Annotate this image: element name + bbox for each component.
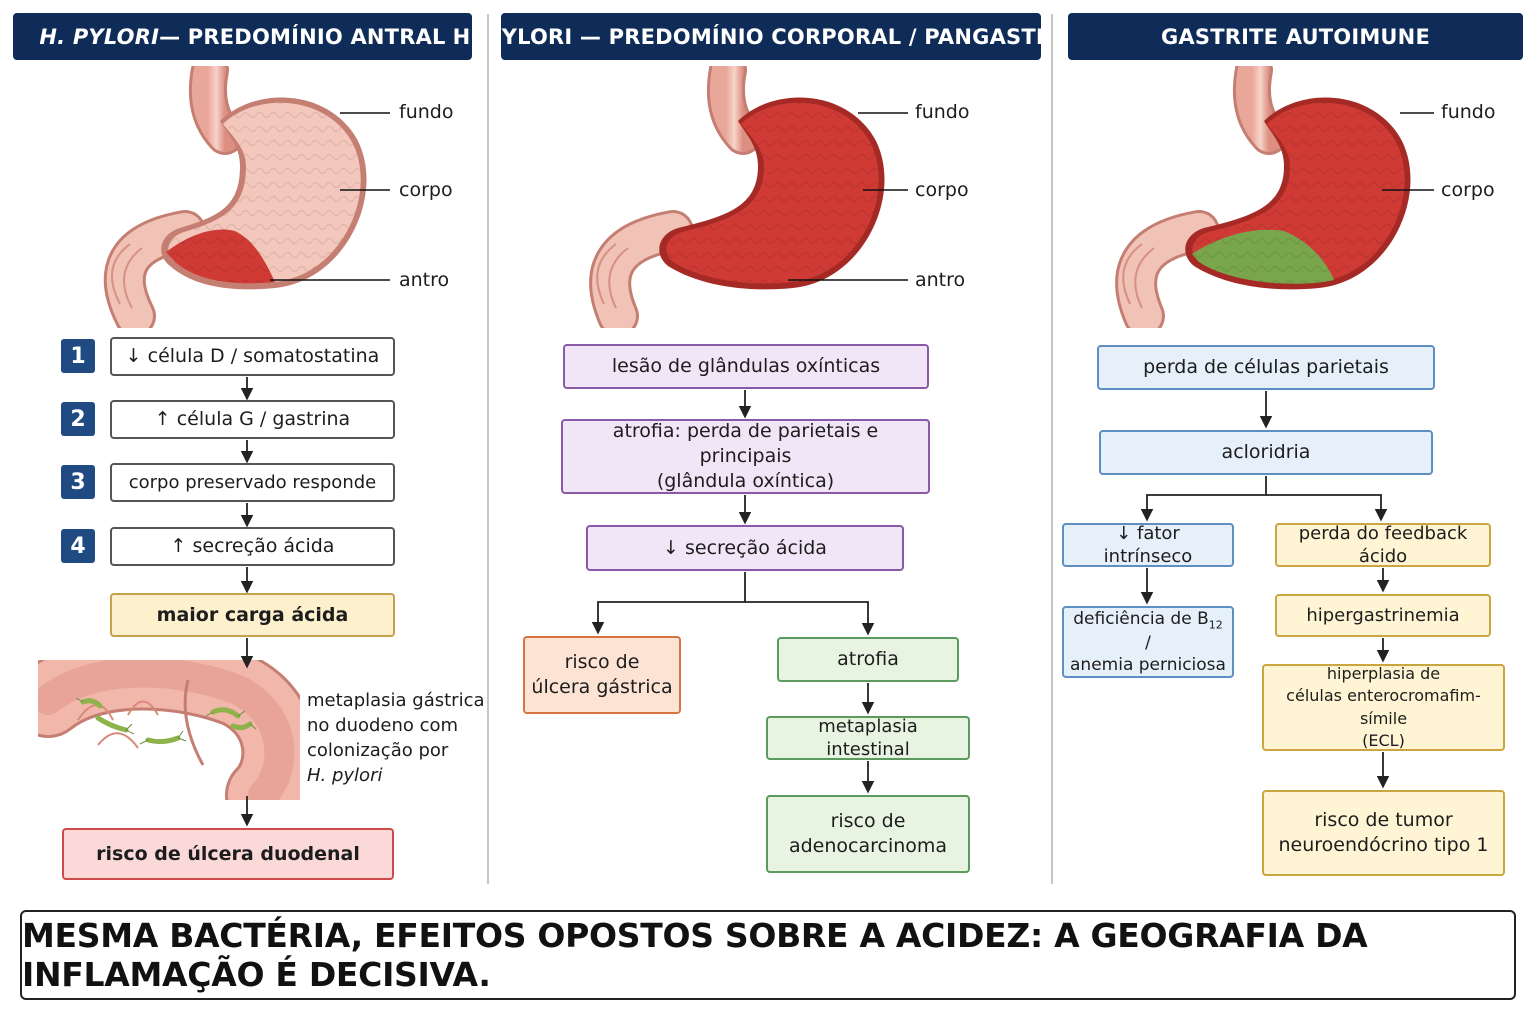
- note-line-2: no duodeno com: [307, 715, 459, 736]
- stomach-corporal-illustration: [589, 66, 908, 328]
- stomach-antral-illustration: [104, 66, 390, 328]
- ecl-line-1: hiperplasia de: [1326, 663, 1441, 683]
- header-antral: H. PYLORI — PREDOMÍNIO ANTRAL: [13, 13, 472, 60]
- step-acid-secretion-box: ↑ secreção ácida: [110, 527, 395, 566]
- gastric-ulcer-line-1: risco de: [564, 651, 640, 674]
- duodenum-illustration: [38, 660, 300, 800]
- net-line-1: risco de tumor: [1314, 809, 1453, 832]
- arrow-c3-feedback: [1266, 494, 1388, 522]
- arrow-c3-if: [1140, 476, 1267, 522]
- b12-subscript: 12: [1208, 617, 1223, 631]
- label-fundo-3: fundo: [1441, 101, 1496, 123]
- b12-prefix: deficiência de B: [1073, 608, 1209, 629]
- adenocarcinoma-risk-box: risco de adenocarcinoma: [766, 795, 970, 873]
- atrophy-line-1: atrofia: perda de parietais e principais: [612, 420, 879, 468]
- label-fundo-1: fundo: [399, 101, 454, 123]
- header-autoimmune: GASTRITE AUTOIMUNE: [1068, 13, 1523, 60]
- note-line-1: metaplasia gástrica: [307, 690, 485, 711]
- step-number-2: 2: [61, 402, 95, 436]
- step-number-3: 3: [61, 465, 95, 499]
- achlorhydria-box: acloridria: [1099, 430, 1433, 475]
- adeno-line-2: adenocarcinoma: [788, 835, 948, 857]
- header-antral-species: H. PYLORI: [39, 24, 160, 49]
- step-d-cell-box: ↓ célula D / somatostatina: [110, 337, 395, 376]
- step-number-1: 1: [61, 339, 95, 373]
- reduced-acid-box: ↓ secreção ácida: [586, 525, 904, 571]
- label-fundo-2: fundo: [915, 101, 970, 123]
- b12-suffix: /: [1145, 633, 1151, 654]
- note-species: H. pylori: [307, 765, 383, 786]
- label-corpo-2: corpo: [915, 179, 969, 201]
- ecl-hyperplasia-box: hiperplasia de células enterocromafim-sí…: [1262, 664, 1505, 751]
- label-corpo-1: corpo: [399, 179, 453, 201]
- step-corpus-box: corpo preservado responde: [110, 463, 395, 502]
- atrophy-green-box: atrofia: [777, 637, 959, 682]
- b12-line-2: anemia perniciosa: [1070, 655, 1226, 676]
- label-antro-1: antro: [399, 269, 450, 291]
- atrophy-line-2: (glândula oxíntica): [656, 469, 835, 492]
- header-corporal: H. PYLORI — PREDOMÍNIO CORPORAL / PANGAS…: [453, 13, 1089, 60]
- column-divider-2: [1051, 14, 1053, 884]
- ecl-line-3: (ECL): [1362, 730, 1405, 750]
- footer-conclusion: MESMA BACTÉRIA, EFEITOS OPOSTOS SOBRE A …: [20, 910, 1516, 1000]
- gastric-ulcer-line-2: úlcera gástrica: [531, 676, 673, 698]
- hypergastrinemia-box: hipergastrinemia: [1275, 594, 1491, 637]
- acid-feedback-box: perda do feedback ácido: [1275, 523, 1491, 567]
- b12-deficiency-box: deficiência de B12 / anemia perniciosa: [1062, 606, 1234, 678]
- parietal-loss-box: perda de células parietais: [1097, 345, 1435, 390]
- net-line-2: neuroendócrino tipo 1: [1278, 834, 1489, 856]
- neuroendocrine-tumor-risk-box: risco de tumor neuroendócrino tipo 1: [1262, 790, 1505, 876]
- note-line-3: colonização por: [307, 740, 449, 761]
- column-divider-1: [487, 14, 489, 884]
- stomach-autoimmune-illustration: [1115, 66, 1434, 328]
- step-number-4: 4: [61, 529, 95, 563]
- acid-load-box: maior carga ácida: [110, 593, 395, 637]
- gastric-ulcer-risk-box: risco de úlcera gástrica: [523, 636, 681, 714]
- duodenal-ulcer-risk-box: risco de úlcera duodenal: [62, 828, 394, 880]
- arrow-c2-ulcer: [591, 572, 746, 635]
- label-antro-2: antro: [915, 269, 966, 291]
- b12-line-1: deficiência de B12 /: [1070, 608, 1226, 655]
- header-antral-text: — PREDOMÍNIO ANTRAL: [159, 24, 446, 49]
- arrow-c2-atrophy: [745, 601, 875, 636]
- atrophy-box: atrofia: perda de parietais e principais…: [561, 419, 930, 494]
- adeno-line-1: risco de: [830, 810, 906, 833]
- ecl-line-2: células enterocromafim-símile: [1286, 686, 1481, 728]
- intestinal-metaplasia-box: metaplasia intestinal: [766, 716, 970, 760]
- duodenal-metaplasia-note: metaplasia gástrica no duodeno com colon…: [307, 688, 485, 788]
- intrinsic-factor-box: ↓ fator intrínseco: [1062, 523, 1234, 567]
- oxyntic-lesion-box: lesão de glândulas oxínticas: [563, 344, 929, 389]
- label-corpo-3: corpo: [1441, 179, 1495, 201]
- step-g-cell-box: ↑ célula G / gastrina: [110, 400, 395, 439]
